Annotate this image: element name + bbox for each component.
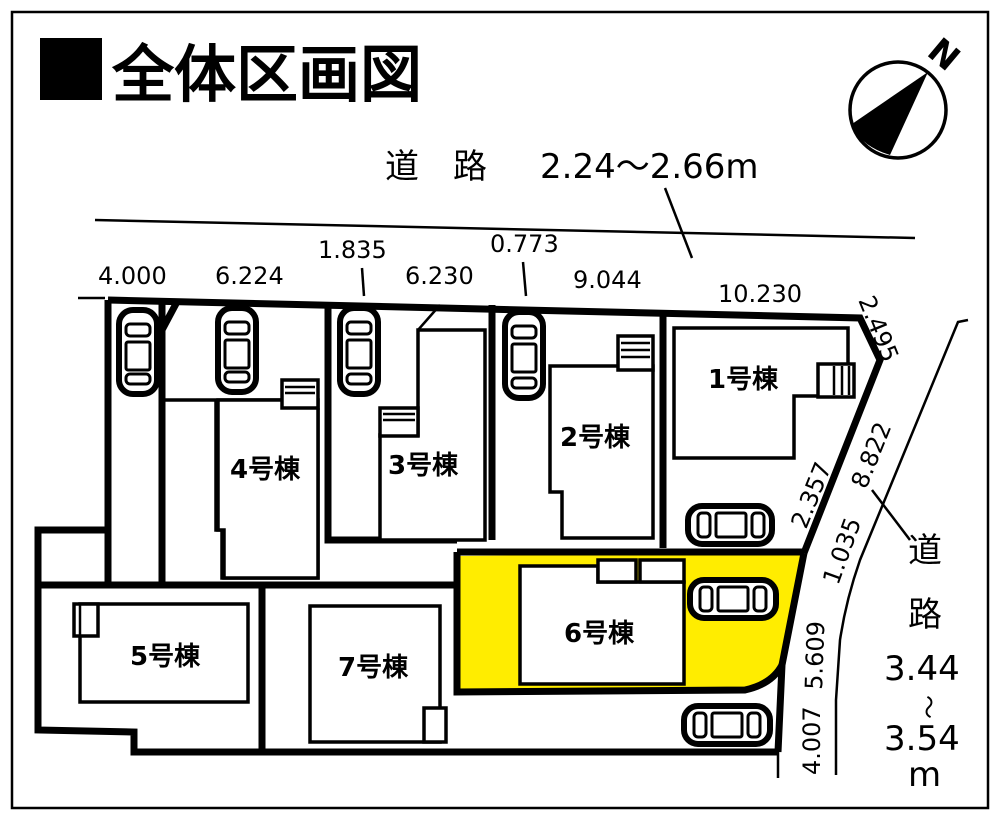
east-road-unit: m [908,755,941,795]
car-icon [687,577,779,621]
outer-frame [10,10,990,810]
car-icon [502,309,546,401]
east-road-edge [834,318,969,775]
east-road-width-max: 3.54 [884,719,960,759]
dim-top-7: 10.230 [718,280,802,308]
dim-top-2: 6.224 [215,262,284,290]
north-road-label: 道 路 [385,147,487,187]
dim-east-5: 5.609 [800,621,830,691]
dim-top-4: 6.230 [405,262,474,290]
car-icon [681,703,773,747]
lot-4-label: 4号棟 [230,455,301,485]
car-icon [337,305,381,397]
lot-5-label: 5号棟 [130,642,201,672]
north-arrow-icon [852,72,928,155]
east-road-tilde: ～ [914,695,942,719]
dim-east-6: 4.007 [798,706,826,775]
car-icon [116,307,160,397]
east-road-label-1: 道 [908,531,942,571]
dim-top-5: 0.773 [490,230,559,258]
lot-6-label: 6号棟 [564,619,635,649]
lot-7-label: 7号棟 [338,653,409,683]
dim-top-1: 4.000 [98,262,167,290]
north-road-width: 2.24～2.66m [540,147,759,187]
lot-3-label: 3号棟 [388,451,459,481]
dim-top-3: 1.835 [318,236,387,264]
page-title: 全体区画図 [111,38,422,111]
lot-2-label: 2号棟 [560,423,631,453]
title-square-icon [40,38,102,100]
north-road-edge [94,218,916,240]
lot-boundaries [34,296,884,756]
dim-east-4: 1.035 [817,514,867,588]
lot-1-label: 1号棟 [708,365,779,395]
north-compass: N [848,30,967,160]
car-icon [685,503,775,547]
dim-top-6: 9.044 [573,266,642,294]
car-icon [215,305,259,395]
east-road-label-2: 路 [908,595,942,635]
east-road-width-min: 3.44 [884,649,960,689]
dim-east-1: 2.495 [852,292,904,366]
